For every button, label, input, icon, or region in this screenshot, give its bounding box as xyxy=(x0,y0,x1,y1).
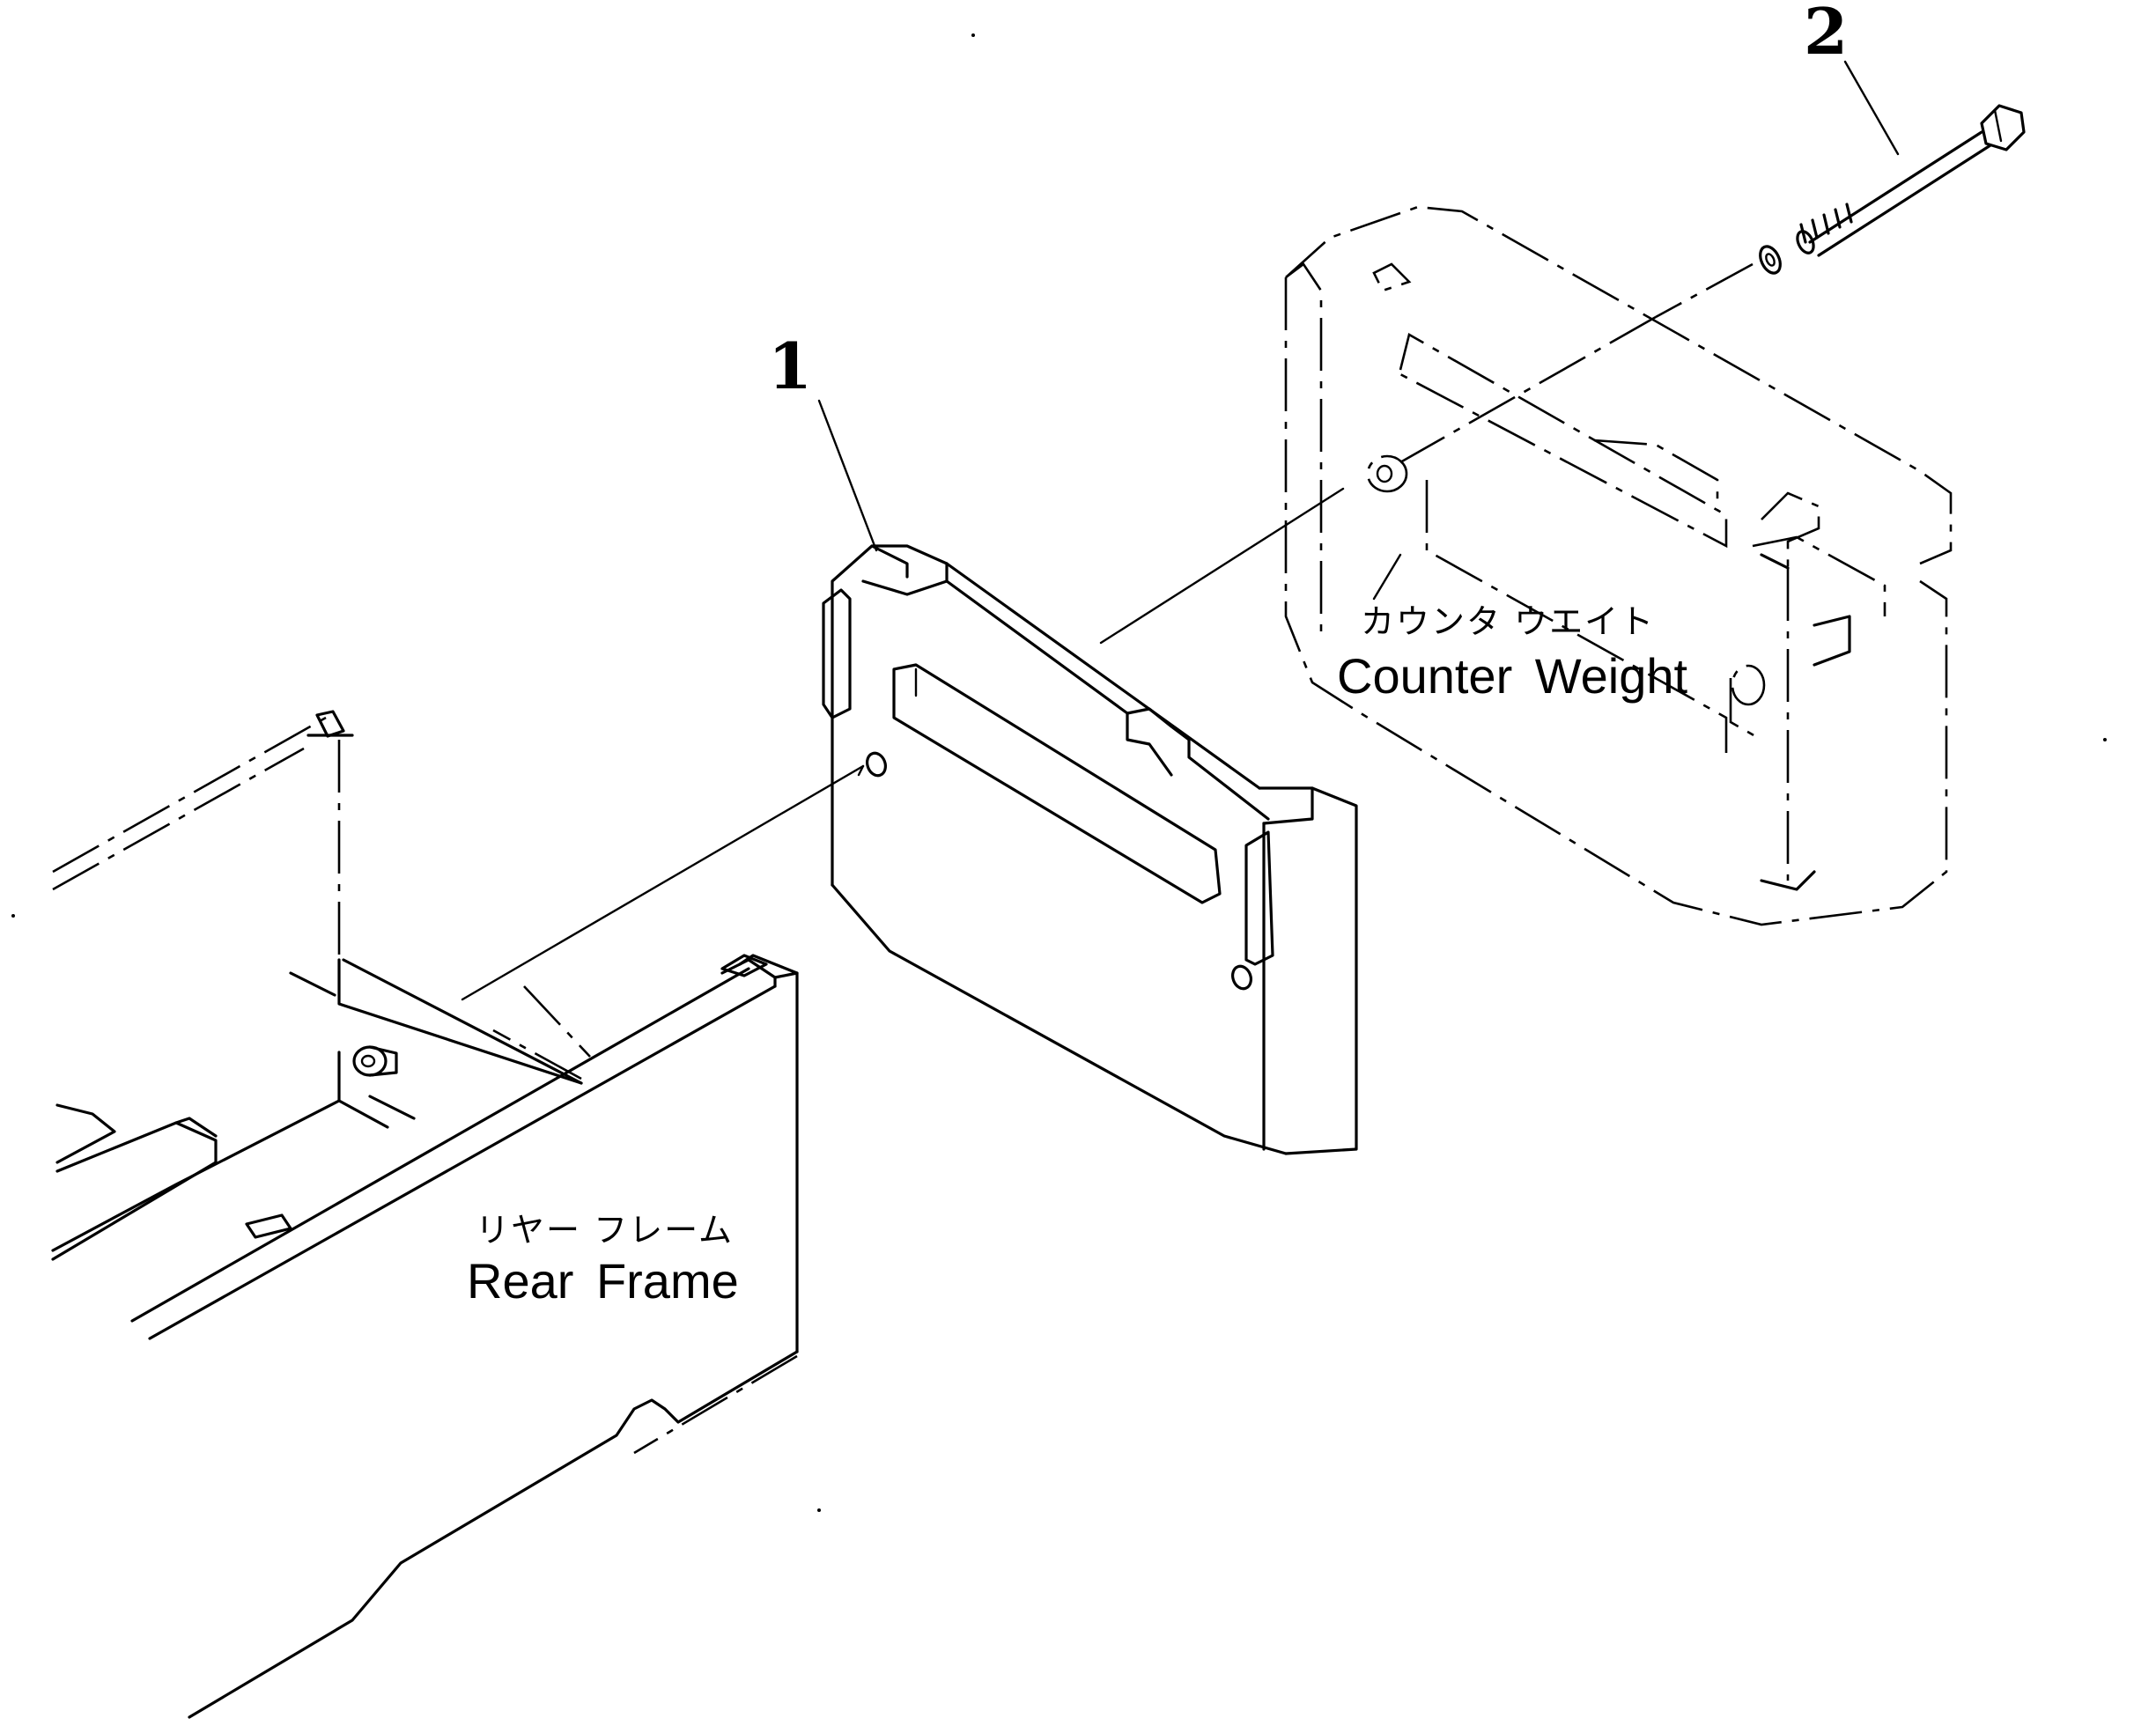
callout-2-leader xyxy=(1843,60,1900,156)
bolt-icon xyxy=(1759,104,2026,275)
callout-2-label: 2 xyxy=(1804,0,1849,69)
counter-weight-label: Counter Weight xyxy=(1337,648,1688,704)
callout-1-label: 1 xyxy=(768,328,813,403)
callout-1-leader xyxy=(817,399,878,552)
rear-frame-label-jp: リヤー フレーム xyxy=(476,1211,734,1250)
counter-weight-icon xyxy=(1284,205,1953,926)
rear-frame-icon xyxy=(51,710,799,1719)
rear-frame-label: Rear Frame xyxy=(467,1253,739,1309)
assembly-center-lines xyxy=(461,262,1754,1001)
counter-weight-label-jp: カウンタ ウエイト xyxy=(1361,602,1656,641)
plate-icon xyxy=(822,544,1358,1155)
